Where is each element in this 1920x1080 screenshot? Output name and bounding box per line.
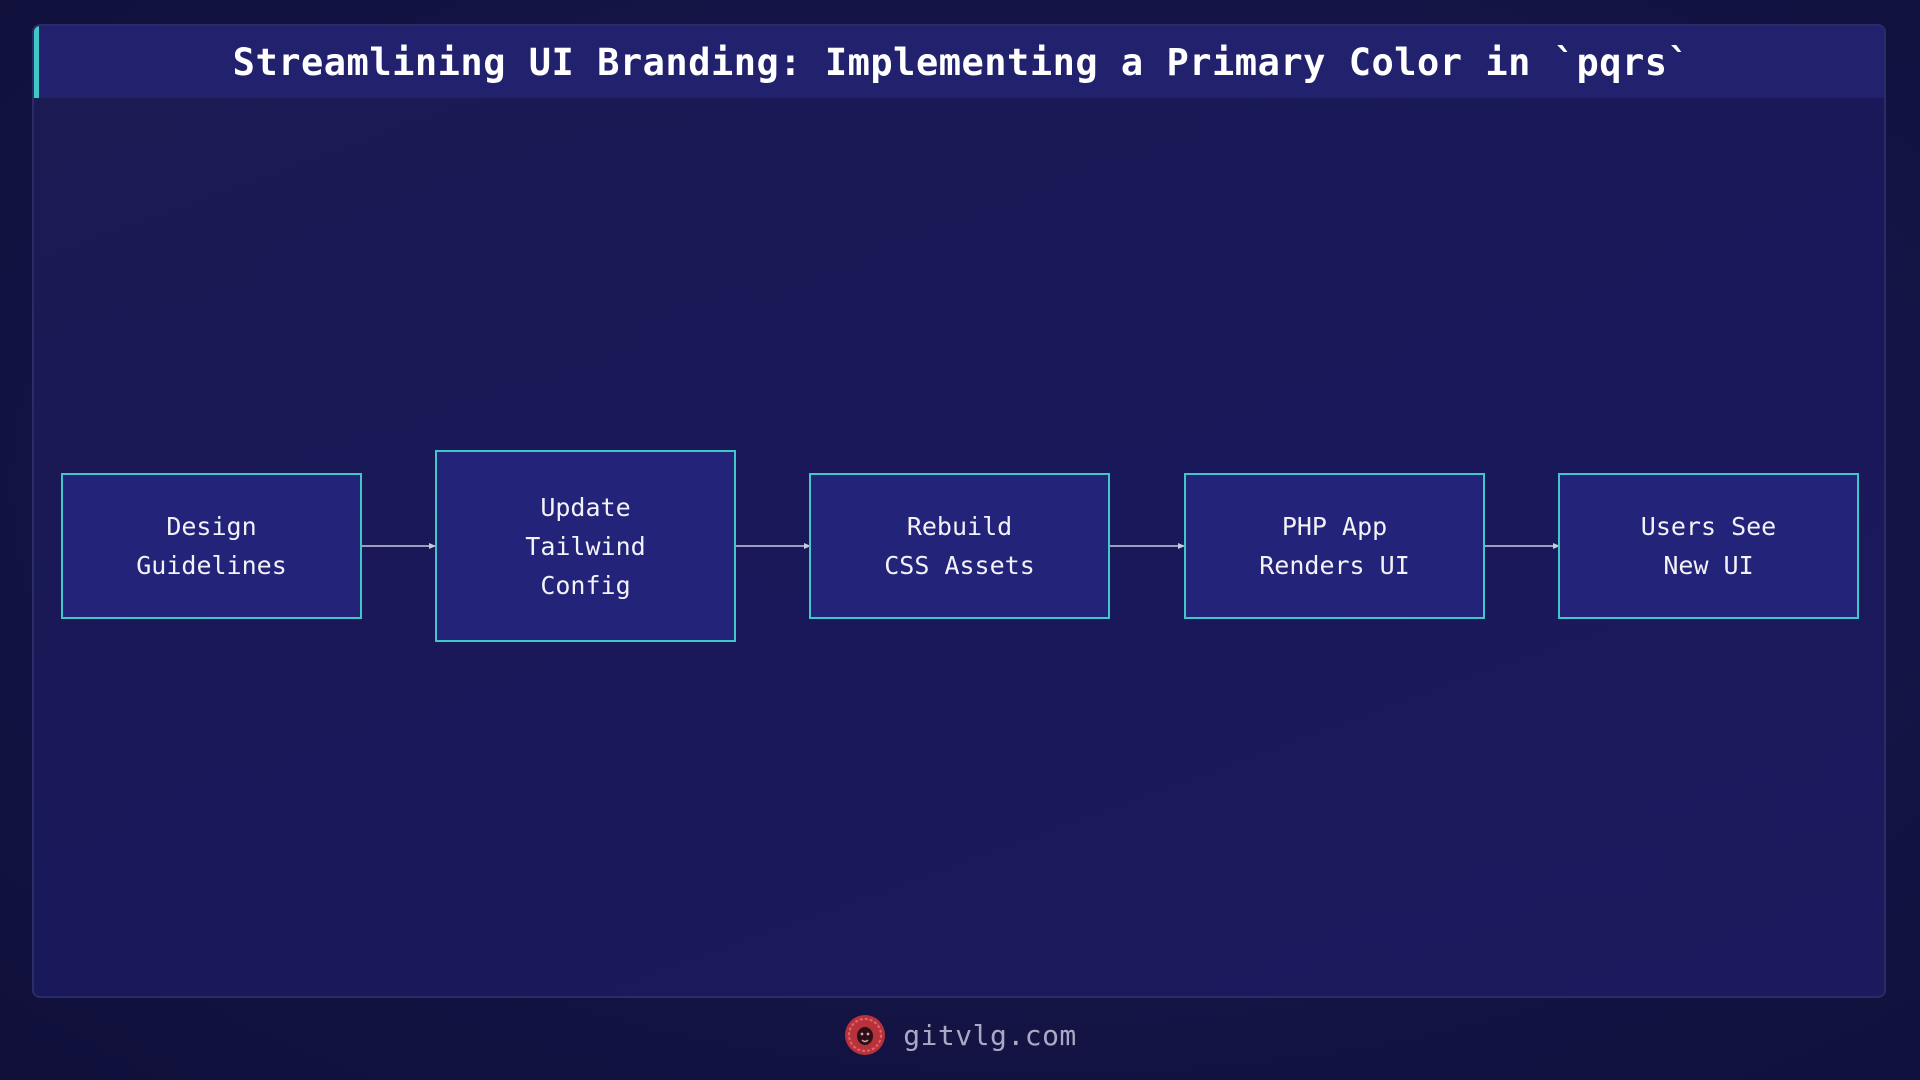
footer: gitvlg.com [0,1010,1920,1060]
node-php-app-renders-ui: PHP App Renders UI [1184,473,1485,619]
lion-head-icon [845,1015,886,1055]
node-label: Rebuild CSS Assets [884,512,1035,580]
node-label: Update Tailwind Config [525,492,646,600]
footer-site-text[interactable]: gitvlg.com [903,1018,1077,1052]
node-label: PHP App Renders UI [1259,512,1410,580]
node-design-guidelines: Design Guidelines [61,473,362,619]
diagram-title: Streamlining UI Branding: Implementing a… [232,40,1691,84]
title-bar: Streamlining UI Branding: Implementing a… [34,26,1884,98]
node-label: Users See New UI [1640,512,1777,580]
node-label: Design Guidelines [136,512,287,580]
node-users-see-new-ui: Users See New UI [1558,473,1859,619]
node-rebuild-css-assets: Rebuild CSS Assets [809,473,1110,619]
node-update-tailwind-config: Update Tailwind Config [435,450,736,642]
